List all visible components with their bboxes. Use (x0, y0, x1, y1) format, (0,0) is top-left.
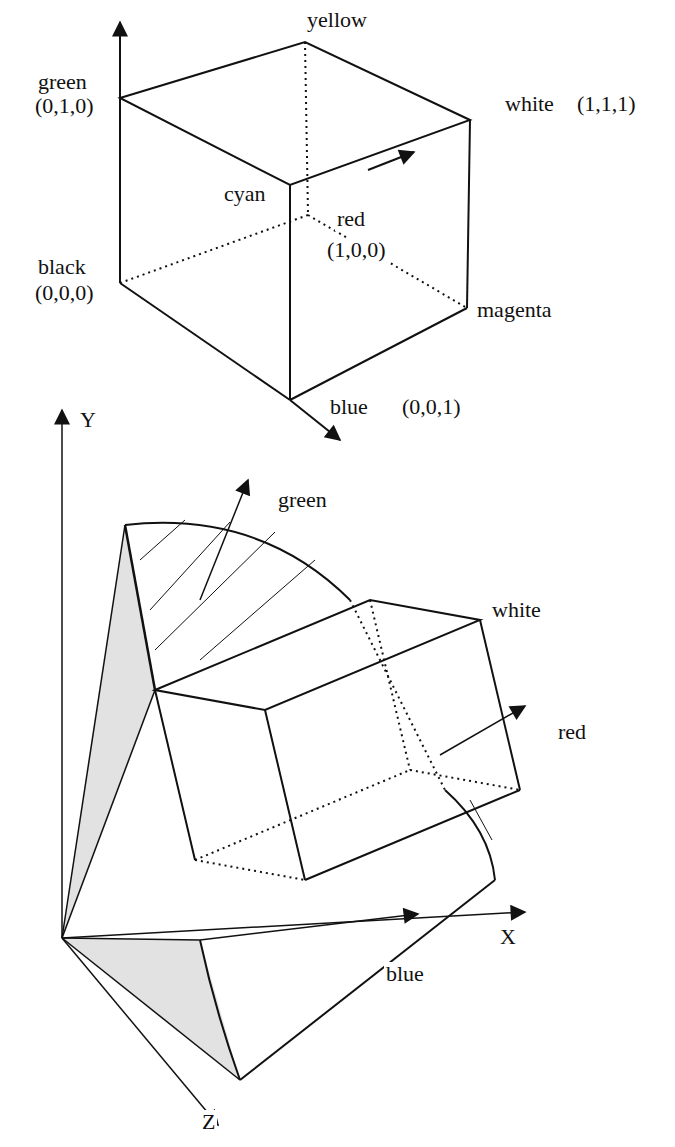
axis-label: green (276, 488, 329, 512)
axis-label: (0,0,1) (400, 395, 463, 419)
axis-label: (1,0,0) (325, 238, 388, 262)
axis-label: white (490, 598, 543, 622)
axis-label: yellow (305, 8, 369, 32)
rgb-cube (120, 22, 470, 440)
axis-label: (0,0,0) (33, 281, 96, 305)
axis-label: (0,1,0) (33, 94, 96, 118)
axis-label: red (335, 207, 367, 231)
axis-label: Z (200, 1110, 217, 1134)
axis-label: green (36, 70, 89, 94)
axis-label: red (556, 720, 588, 744)
axis-label: cyan (222, 182, 268, 206)
axis-label: (1,1,1) (575, 92, 638, 116)
axis-label: blue (384, 962, 426, 986)
axis-label: blue (328, 395, 370, 419)
axis-label: white (503, 92, 556, 116)
xyz-cone-figure (62, 410, 525, 1125)
axis-label: X (498, 925, 518, 949)
axis-label: Y (78, 408, 98, 432)
axis-label: magenta (475, 298, 554, 322)
axis-label: black (36, 255, 88, 279)
